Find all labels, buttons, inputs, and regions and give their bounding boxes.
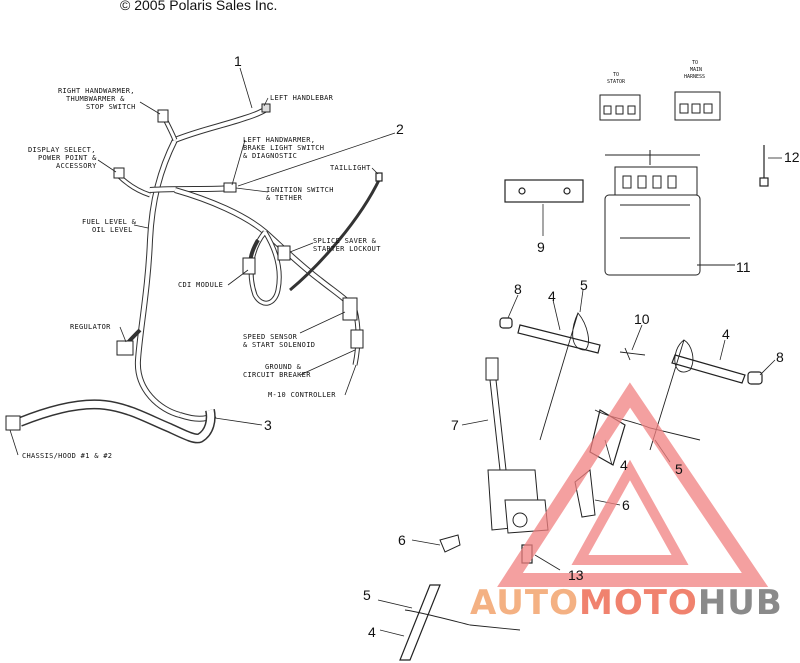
copyright-notice: © 2005 Polaris Sales Inc. (120, 0, 278, 13)
callout-10: 10 (634, 311, 650, 327)
label-display-select-2: POWER POINT & (38, 154, 97, 162)
harness-connectors (5, 103, 364, 431)
label-right-handwarmer-3: STOP SWITCH (86, 103, 136, 111)
label-ground-2: CIRCUIT BREAKER (243, 371, 311, 379)
callout-numbers: 1 2 3 4 4 4 4 5 5 5 6 6 7 8 8 9 10 11 12… (234, 53, 800, 640)
watermark-logo (497, 382, 769, 587)
label-speed-sensor-2: & START SOLENOID (243, 341, 315, 349)
label-ground-1: GROUND & (265, 363, 302, 371)
callout-4d: 4 (368, 624, 376, 640)
callout-11: 11 (736, 259, 751, 275)
callout-8b: 8 (776, 349, 784, 365)
label-to-stator-1: TO (613, 72, 619, 78)
watermark-moto: MOTO (578, 583, 698, 623)
component-9-plate (504, 179, 584, 203)
label-left-handwarmer-1: LEFT HANDWARMER, (243, 136, 315, 144)
callout-4a: 4 (548, 288, 556, 304)
label-cdi-module: CDI MODULE (178, 281, 223, 289)
callout-1: 1 (234, 53, 242, 69)
label-to-main-3: HARNESS (684, 74, 705, 80)
item-10-clip (619, 347, 646, 361)
callout-5a: 5 (580, 277, 588, 293)
label-regulator: REGULATOR (70, 323, 111, 331)
label-right-handwarmer-1: RIGHT HANDWARMER, (58, 87, 135, 95)
harness-labels: RIGHT HANDWARMER, THUMBWARMER & STOP SWI… (22, 87, 381, 460)
label-display-select-3: ACCESSORY (56, 162, 97, 170)
label-splice-saver-1: SPLICE SAVER & (313, 237, 377, 245)
taillight-wire (289, 177, 382, 292)
label-fuel-level-1: FUEL LEVEL & (82, 218, 137, 226)
watermark-text: AUTOMOTOHUB (470, 583, 783, 623)
item-8-cap-right (747, 371, 763, 385)
label-right-handwarmer-2: THUMBWARMER & (66, 95, 125, 103)
callout-12: 12 (784, 149, 800, 165)
component-11-housing (604, 150, 735, 276)
label-left-handlebar: LEFT HANDLEBAR (270, 94, 334, 102)
item-4-rods (399, 324, 746, 661)
callout-6a: 6 (622, 497, 630, 513)
label-display-select-1: DISPLAY SELECT, (28, 146, 96, 154)
connector-labels: TO STATOR TO MAIN HARNESS (607, 60, 705, 85)
callout-3: 3 (264, 417, 272, 433)
watermark-hub: HUB (697, 583, 783, 623)
taillight-connector (375, 172, 383, 182)
label-taillight: TAILLIGHT (330, 164, 371, 172)
callout-13: 13 (568, 567, 584, 583)
label-ignition-1: IGNITION SWITCH (266, 186, 334, 194)
harness-leader-lines (9, 67, 396, 456)
label-speed-sensor-1: SPEED SENSOR (243, 333, 298, 341)
callout-9: 9 (537, 239, 545, 255)
item-8-cap-left (499, 317, 513, 329)
label-fuel-level-2: OIL LEVEL (92, 226, 133, 234)
callout-7: 7 (451, 417, 459, 433)
label-to-main-1: TO (692, 60, 698, 66)
callout-8a: 8 (514, 281, 522, 297)
callout-5b: 5 (675, 461, 683, 477)
callout-4b: 4 (722, 326, 730, 342)
stator-connectors (599, 91, 721, 121)
callout-2: 2 (396, 121, 404, 137)
callout-5c: 5 (363, 587, 371, 603)
label-ignition-2: & TETHER (266, 194, 303, 202)
label-to-stator-2: STATOR (607, 79, 626, 85)
label-left-handwarmer-2: BRAKE LIGHT SWITCH (243, 144, 324, 152)
callout-4c: 4 (620, 457, 628, 473)
component-12-pin (759, 145, 782, 187)
label-to-main-2: MAIN (690, 67, 702, 73)
label-splice-saver-2: STARTER LOCKOUT (313, 245, 381, 253)
label-controller: M-10 CONTROLLER (268, 391, 336, 399)
label-left-handwarmer-3: & DIAGNOSTIC (243, 152, 297, 160)
callout-6b: 6 (398, 532, 406, 548)
item-7-solenoid (485, 357, 549, 534)
watermark-auto: AUTO (470, 583, 579, 623)
label-chassis-hood: CHASSIS/HOOD #1 & #2 (22, 452, 112, 460)
